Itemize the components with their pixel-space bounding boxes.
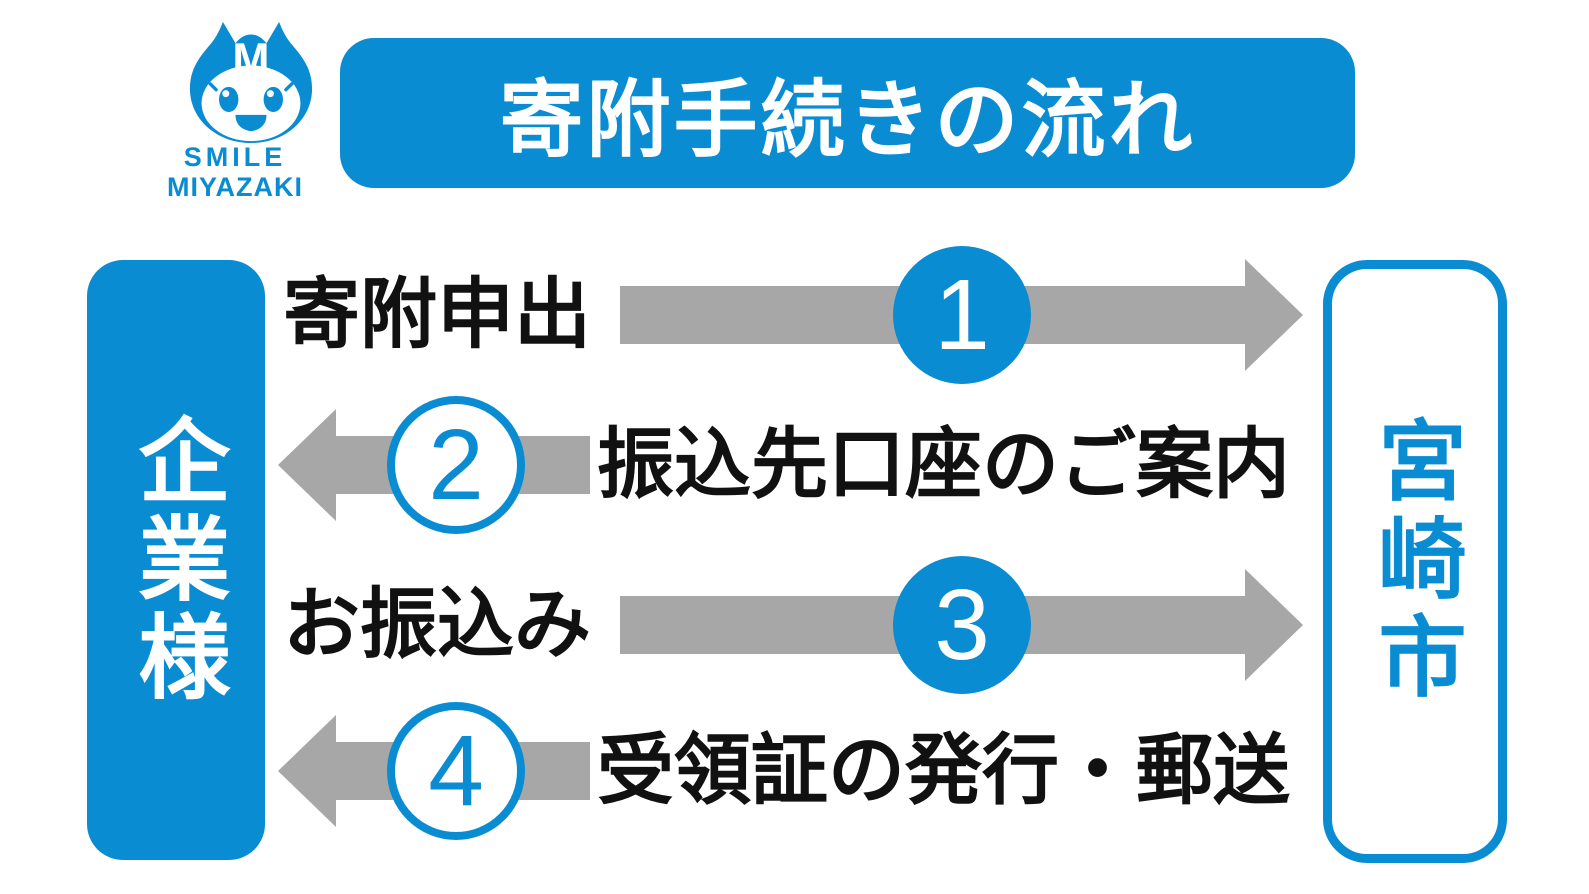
city-entity-box: 宮崎市 bbox=[1323, 260, 1507, 863]
logo-text-miyazaki: MIYAZAKI bbox=[166, 172, 303, 202]
step-2-arrow-left-icon bbox=[278, 409, 336, 521]
step-4-number-badge: 4 bbox=[387, 702, 525, 840]
city-entity-label: 宮崎市 bbox=[1366, 414, 1465, 709]
step-3-number-badge: 3 bbox=[893, 556, 1031, 694]
step-2-label: 振込先口座のご案内 bbox=[597, 422, 1290, 508]
company-entity-label: 企業様 bbox=[125, 413, 227, 707]
step-1-label: 寄附申出 bbox=[283, 272, 591, 358]
title-banner: 寄附手続きの流れ bbox=[340, 38, 1355, 188]
step-1-number-badge: 1 bbox=[893, 246, 1031, 384]
step-4-label: 受領証の発行・郵送 bbox=[597, 728, 1290, 814]
step-4-arrow-left-icon bbox=[278, 715, 336, 827]
step-3-label: お振込み bbox=[283, 582, 591, 668]
company-entity-box: 企業様 bbox=[87, 260, 265, 860]
step-1-arrow-right-icon bbox=[1245, 259, 1303, 371]
logo-text-smile: SMILE bbox=[183, 142, 287, 172]
smile-miyazaki-logo: M SMILE MIYAZAKI bbox=[135, 14, 335, 202]
smile-miyazaki-mascot-icon: M bbox=[189, 21, 313, 144]
page-title: 寄附手続きの流れ bbox=[499, 72, 1196, 167]
step-2-number-badge: 2 bbox=[387, 396, 525, 534]
step-3-arrow-right-icon bbox=[1245, 569, 1303, 681]
